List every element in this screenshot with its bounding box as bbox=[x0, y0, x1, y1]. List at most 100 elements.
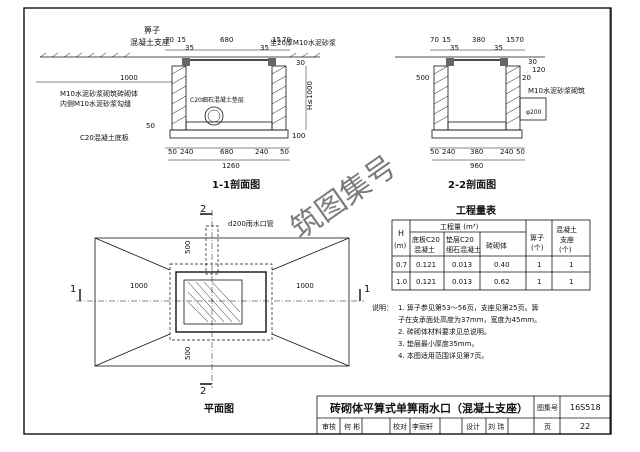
grate bbox=[183, 279, 243, 325]
label-depth: H≤1000 bbox=[306, 81, 314, 110]
top-dim-2-4: 35 bbox=[494, 44, 503, 52]
label-base-slab: C20混凝土底板 bbox=[80, 133, 129, 142]
side-dim-2-120: 120 bbox=[532, 66, 545, 74]
col-support-2: 支座 bbox=[560, 235, 574, 244]
cell-r1-base: 0.121 bbox=[416, 278, 436, 286]
atlas-no: 16S518 bbox=[570, 403, 601, 412]
reviewer-name: 何 彬 bbox=[344, 422, 360, 431]
support-left-2 bbox=[446, 58, 454, 66]
bottom-dim-2-4: 50 bbox=[516, 148, 525, 156]
top-dim-2-5: 15 bbox=[506, 36, 515, 44]
design-label: 设计 bbox=[466, 422, 480, 431]
drawing-title: 砖砌体平算式单箅雨水口（混凝土支座） bbox=[330, 401, 528, 415]
support-right bbox=[268, 58, 276, 66]
title-block-frame bbox=[316, 395, 611, 435]
plan-dim-top: 500 bbox=[184, 241, 192, 254]
side-dim-2-pipe: φ200 bbox=[526, 109, 542, 116]
cut-2-top: 2 bbox=[200, 204, 206, 215]
bottom-dim-0: 50 bbox=[168, 148, 177, 156]
top-dim-4: 35 bbox=[260, 44, 269, 52]
section-2-2: 70 15 35 380 35 15 70 500 20 120 30 φ200… bbox=[395, 36, 585, 191]
side-dim-2-30: 30 bbox=[528, 58, 537, 66]
pipe-label: d200雨水口管 bbox=[228, 219, 274, 228]
col-support-3: (个) bbox=[559, 246, 572, 254]
col-h-unit: (m) bbox=[394, 242, 407, 250]
plan-dim-right: 1000 bbox=[296, 282, 314, 290]
table-frame bbox=[391, 219, 591, 291]
note-3: 3. 垫层最小厚度35mm。 bbox=[398, 339, 478, 348]
cell-r1-brick: 0.62 bbox=[494, 278, 510, 286]
cell-r0-brick: 0.40 bbox=[494, 261, 510, 269]
side-dim-2-20: 20 bbox=[522, 74, 531, 82]
plan-dashed-outline bbox=[169, 263, 273, 341]
title-block: 砖砌体平算式单箅雨水口（混凝土支座） 图集号 16S518 审核 何 彬 校对 … bbox=[316, 395, 611, 435]
label-support: 混凝土支座 bbox=[130, 37, 170, 47]
bottom-dim-2-0: 50 bbox=[430, 148, 439, 156]
watermark-text: 筑图集号 bbox=[285, 149, 403, 246]
notes: 说明： 1. 箅子参见第53～56页，支座见第25页。箅 子在支承面处高度为37… bbox=[372, 303, 541, 360]
bottom-dim-3: 240 bbox=[255, 148, 268, 156]
side-dim-50: 50 bbox=[146, 122, 155, 130]
top-dim-1: 15 bbox=[177, 36, 186, 44]
side-dim-2-500: 500 bbox=[416, 74, 429, 82]
page-no: 22 bbox=[580, 422, 590, 431]
col-base-1: 底板C20 bbox=[412, 235, 440, 244]
total-width-2: 960 bbox=[470, 162, 483, 170]
label-brick-wall-2: 内侧M10水泥砂浆勾缝 bbox=[60, 99, 131, 108]
designer-name: 刘 玮 bbox=[488, 422, 504, 431]
quantity-table: 工程量表 H (m) 工程量 (m³) 底板C20 混凝土 垫层C20 细石混凝… bbox=[391, 204, 591, 291]
bottom-dim-1: 240 bbox=[180, 148, 193, 156]
top-dim-6: 70 bbox=[282, 36, 291, 44]
side-dim-100: 100 bbox=[292, 132, 305, 140]
col-cushion-1: 垫层C20 bbox=[446, 235, 474, 244]
pipe-inner bbox=[207, 109, 221, 123]
base-slab-2 bbox=[431, 129, 523, 139]
grate-bars bbox=[187, 281, 241, 323]
top-dim-2-0: 70 bbox=[430, 36, 439, 44]
ground-hatch bbox=[39, 52, 321, 58]
plan-slope-lines bbox=[94, 237, 350, 367]
review-label: 审核 bbox=[322, 422, 336, 431]
side-dim-30: 30 bbox=[296, 59, 305, 67]
label-brick-wall-1: M10水泥砂浆砌筑砖砌体 bbox=[60, 89, 138, 98]
plan-dim-left: 1000 bbox=[130, 282, 148, 290]
col-group: 工程量 (m³) bbox=[440, 222, 479, 231]
section-1-title: 1-1剖面图 bbox=[212, 178, 260, 191]
col-h: H bbox=[398, 229, 404, 238]
brick-wall-left-2 bbox=[433, 65, 449, 131]
note-1a: 1. 箅子参见第53～56页，支座见第25页。箅 bbox=[398, 303, 539, 312]
side-dim-1000: 1000 bbox=[120, 74, 138, 82]
top-dim-2-2: 35 bbox=[450, 44, 459, 52]
plan-view: 2 2 1 1 d200雨水口管 1000 1000 500 500 平面图 bbox=[70, 204, 370, 415]
total-width: 1260 bbox=[222, 162, 240, 170]
top-dim-0: 70 bbox=[165, 36, 174, 44]
col-brick: 砖砌体 bbox=[486, 241, 507, 250]
cell-r0-base: 0.121 bbox=[416, 261, 436, 269]
base-slab bbox=[169, 129, 289, 139]
cushion-2 bbox=[447, 121, 507, 131]
brick-wall-left bbox=[171, 65, 187, 131]
cell-r0-cushion: 0.013 bbox=[452, 261, 472, 269]
col-base-2: 混凝土 bbox=[414, 245, 435, 254]
checker-name: 李丽轩 bbox=[412, 422, 433, 431]
support-right-2 bbox=[500, 58, 508, 66]
section-2-title: 2-2剖面图 bbox=[448, 178, 496, 191]
notes-label: 说明： bbox=[372, 303, 393, 312]
top-dim-2-3: 380 bbox=[472, 36, 485, 44]
top-dim-3: 680 bbox=[220, 36, 233, 44]
brick-hatch bbox=[171, 65, 287, 125]
cell-r1-support: 1 bbox=[569, 278, 573, 286]
label-mortar-seat: 坐20厚M10水泥砂浆 bbox=[270, 38, 336, 47]
brick-wall-right-2 bbox=[505, 65, 521, 131]
bottom-dim-4: 50 bbox=[280, 148, 289, 156]
top-dim-2: 35 bbox=[185, 44, 194, 52]
bottom-dim-2: 680 bbox=[220, 148, 233, 156]
cell-r0-support: 1 bbox=[569, 261, 573, 269]
cushion bbox=[185, 121, 273, 131]
section-1-1: 70 15 35 680 35 15 70 1000 30 50 100 50 … bbox=[36, 25, 336, 191]
plan-outer bbox=[94, 237, 350, 367]
title-block-cells bbox=[339, 418, 509, 434]
note-1b: 子在支承面处高度为37mm，宽度为45mm。 bbox=[398, 315, 541, 324]
